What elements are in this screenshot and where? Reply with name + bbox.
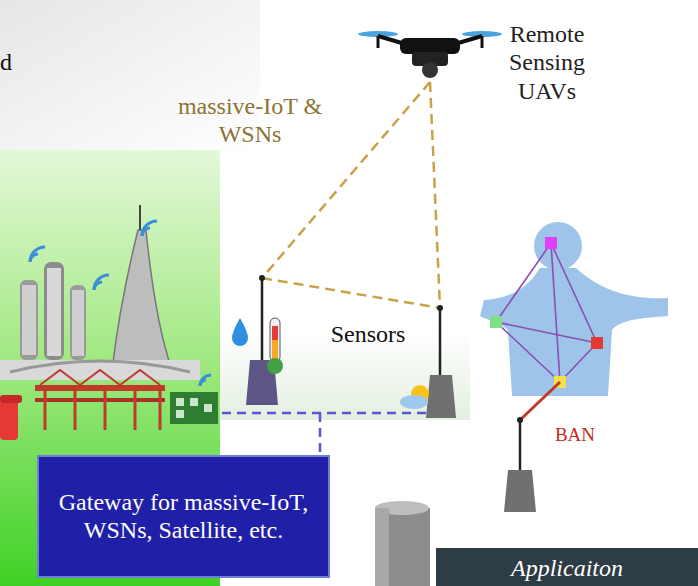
uav-drone: [358, 31, 502, 78]
node-text: Applicaiton: [511, 555, 623, 583]
city-skyline: [0, 205, 200, 380]
wired-link: [222, 413, 440, 455]
label-text: massive-IoT & WSNs: [150, 92, 350, 149]
ban-sensor: [490, 237, 603, 388]
gateway-box: Gateway for massive-IoT, WSNs, Satellite…: [37, 455, 330, 578]
sensor-pole: [232, 275, 283, 405]
sensor-pole: [504, 417, 536, 512]
ban-link: [496, 243, 597, 382]
ban-uplink: [520, 382, 560, 420]
label-text: Remote Sensing UAVs: [482, 20, 612, 105]
sensor-pole: [400, 305, 456, 418]
gateway-building: [170, 392, 218, 424]
body-silhouette: [480, 222, 668, 396]
wifi-signal: [30, 221, 211, 386]
label-text: d: [0, 48, 20, 76]
label-text: BAN: [540, 424, 610, 446]
server-cylinder: [375, 501, 430, 586]
fire-hydrant: [0, 395, 22, 440]
bridge: [35, 370, 165, 430]
node-text: Gateway for massive-IoT, WSNs, Satellite…: [49, 489, 318, 544]
label-text: Sensors: [300, 320, 436, 348]
application-box: Applicaiton: [436, 548, 698, 586]
